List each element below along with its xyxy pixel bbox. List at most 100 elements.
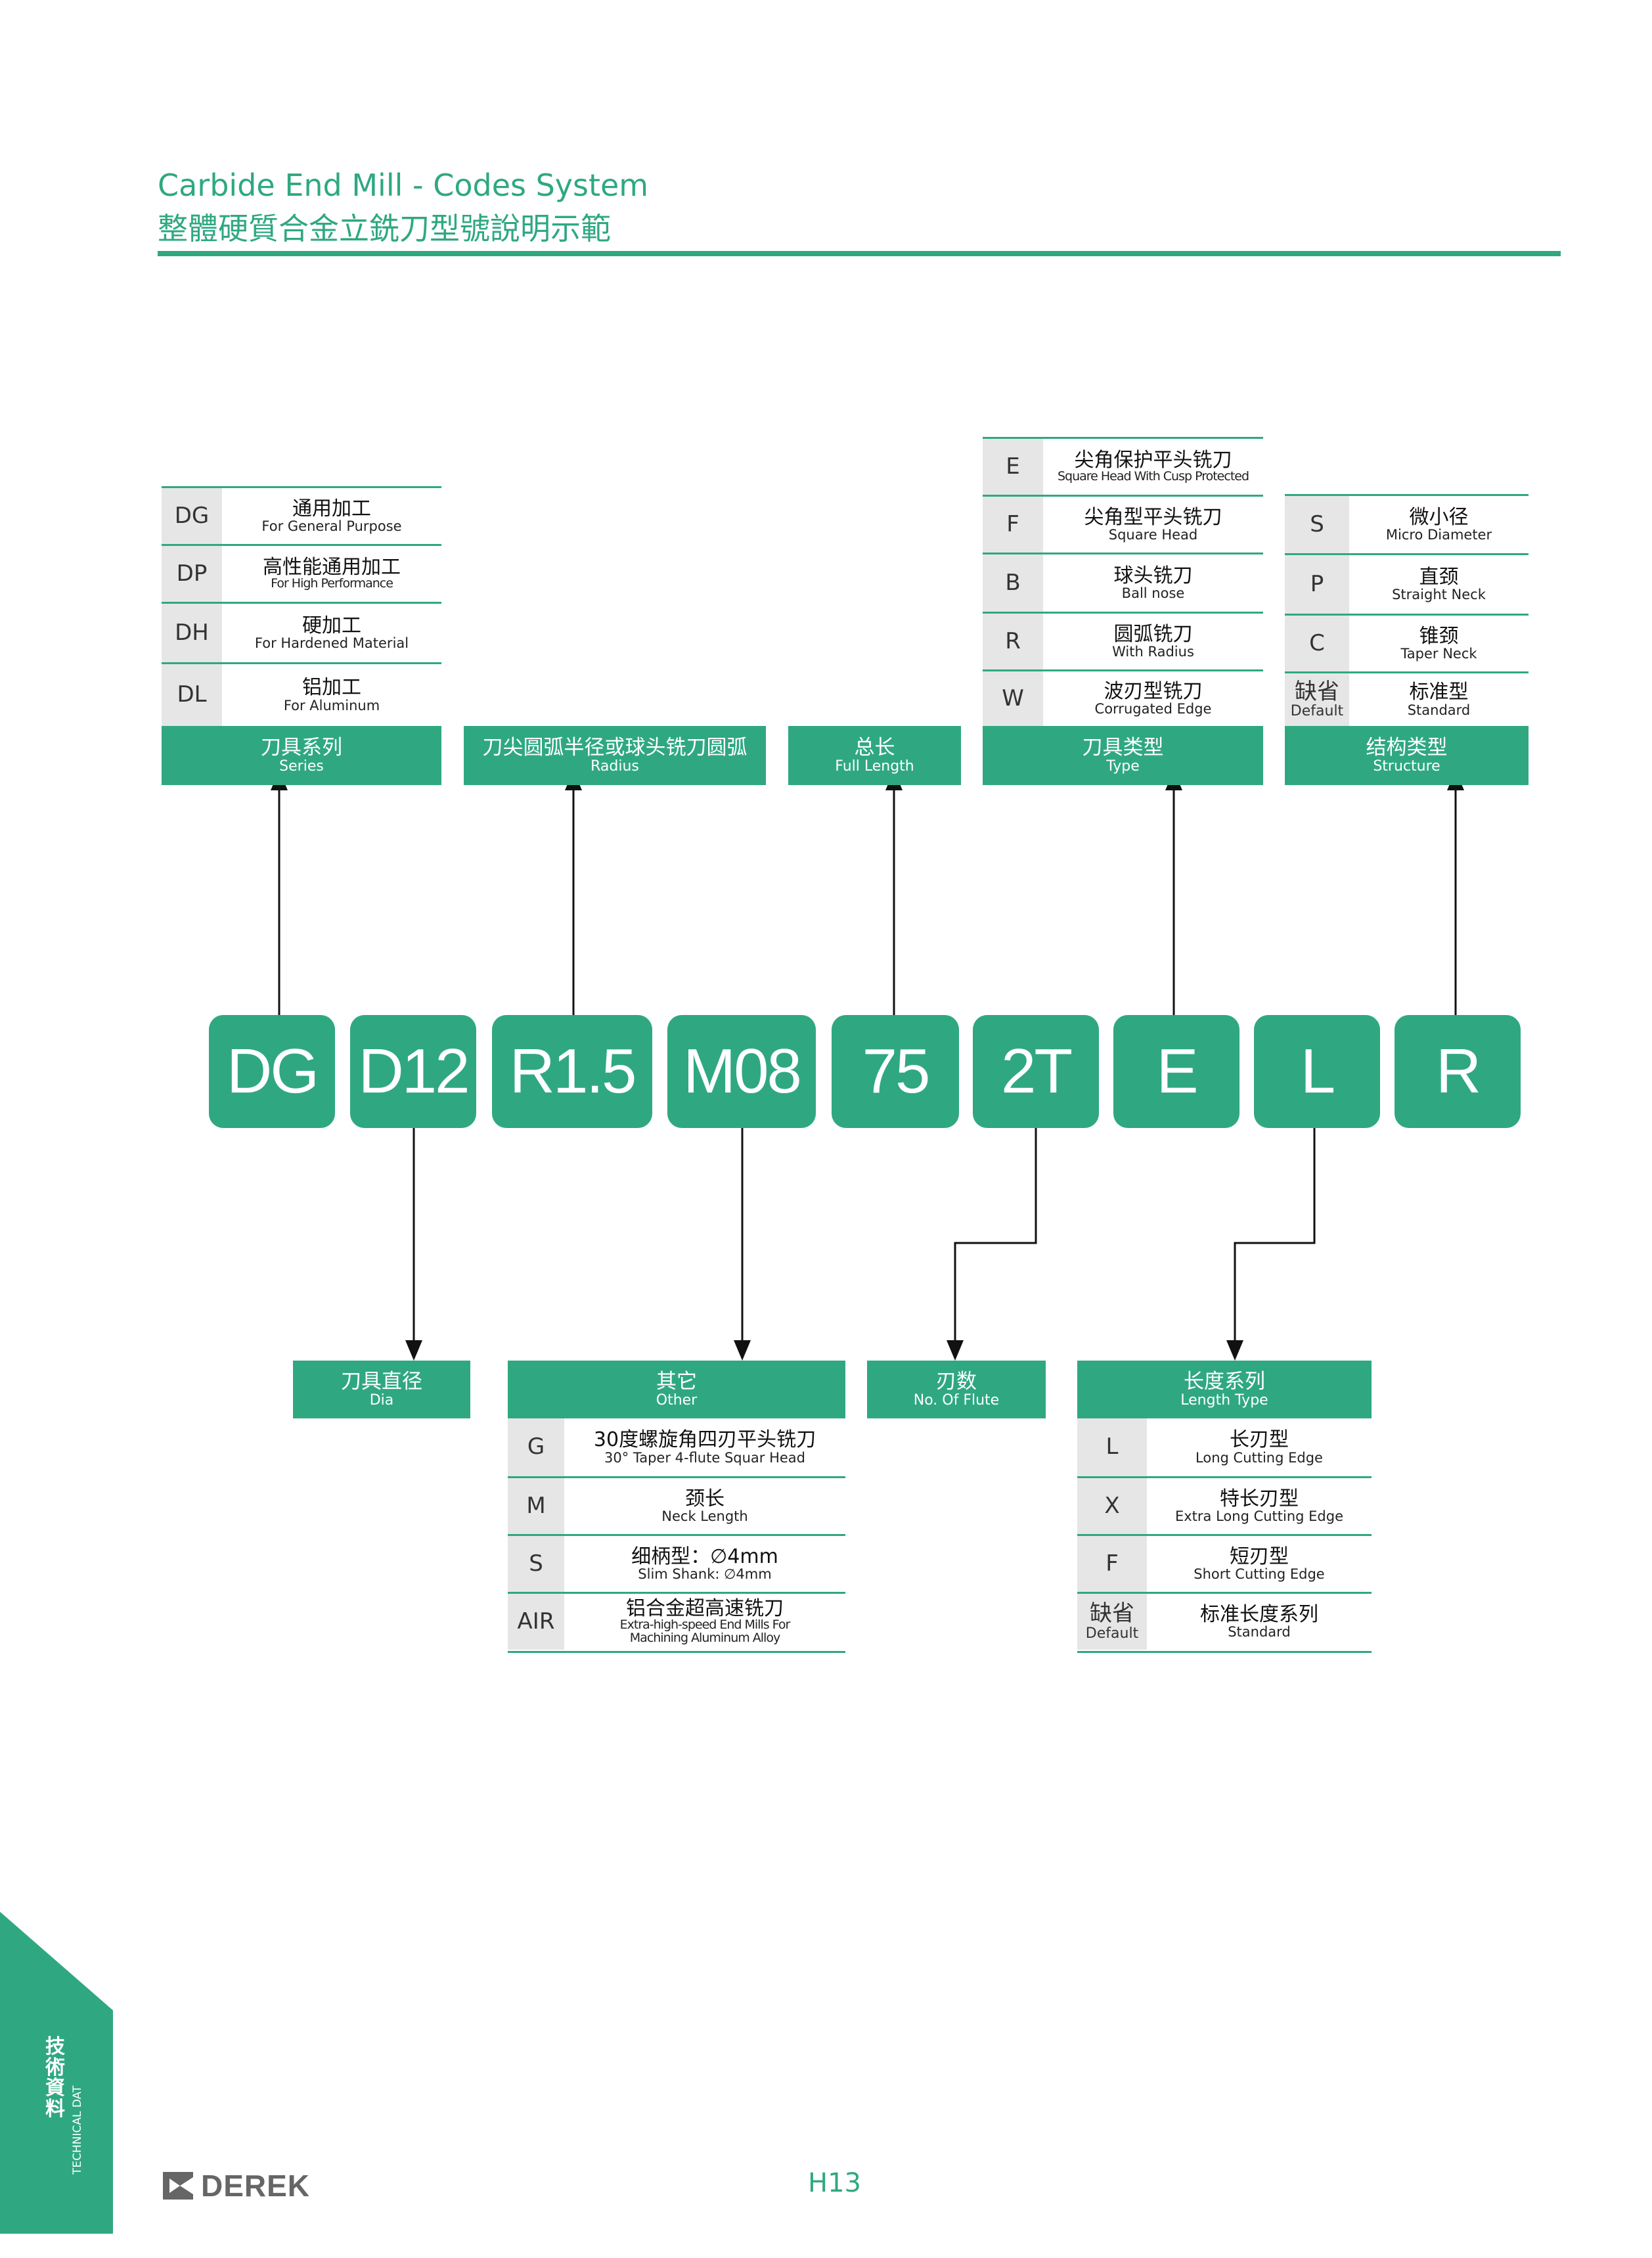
option-code-cn: 缺省 bbox=[1295, 678, 1339, 705]
option-name-en: Extra-high-speed End Mills For bbox=[619, 1617, 791, 1633]
label-en: Length Type bbox=[1180, 1391, 1268, 1409]
option-code: F bbox=[1077, 1536, 1147, 1592]
code-box-structure: R bbox=[1395, 1015, 1521, 1128]
code-box-dia: D12 bbox=[350, 1015, 476, 1128]
option-name-cn: 标准型 bbox=[1409, 681, 1469, 704]
label-cn: 刀具类型 bbox=[1082, 735, 1164, 759]
label-cn: 刀具系列 bbox=[261, 735, 342, 759]
option-name-cn: 球头铣刀 bbox=[1113, 564, 1193, 587]
label-cn: 刃数 bbox=[936, 1369, 977, 1393]
label-en: Full Length bbox=[835, 757, 914, 775]
option-code-en: Default bbox=[1085, 1625, 1139, 1642]
option-code: F bbox=[983, 497, 1043, 553]
option-name-cn: 尖角保护平头铣刀 bbox=[1074, 448, 1232, 472]
label-en: Type bbox=[1106, 757, 1140, 775]
option-code: DL bbox=[162, 664, 222, 726]
label-en: Other bbox=[656, 1391, 698, 1409]
option-name-cn: 硬加工 bbox=[302, 614, 361, 637]
option-name-en: Standard bbox=[1228, 1624, 1291, 1640]
derek-logo-icon bbox=[163, 2172, 193, 2200]
option-name-en: For Hardened Material bbox=[254, 635, 409, 652]
option-name-cn: 波刃型铣刀 bbox=[1104, 679, 1203, 703]
label-cn: 总长 bbox=[854, 735, 895, 759]
option-code: X bbox=[1077, 1478, 1147, 1534]
option-name-en: Ball nose bbox=[1121, 585, 1185, 602]
option-code: B bbox=[983, 554, 1043, 612]
code-box-length-type: L bbox=[1254, 1015, 1380, 1128]
label-en: Series bbox=[279, 757, 324, 775]
option-name-en: Corrugated Edge bbox=[1094, 701, 1212, 717]
arrow-l-to-length-type bbox=[1234, 1128, 1316, 1350]
code-box-other: M08 bbox=[667, 1015, 816, 1128]
code-box-length: 75 bbox=[832, 1015, 959, 1128]
option-name-cn: 长刃型 bbox=[1230, 1428, 1289, 1452]
option-name-en-line2: Machining Aluminum Alloy bbox=[629, 1631, 780, 1646]
option-code: M bbox=[508, 1478, 564, 1534]
sidebar-label-cn: 技術資料 bbox=[45, 2035, 65, 2121]
label-en: No. Of Flute bbox=[913, 1391, 1000, 1409]
option-name-en: Slim Shank: ∅4mm bbox=[638, 1566, 772, 1583]
code-box-series: DG bbox=[209, 1015, 335, 1128]
brand-logo: DEREK bbox=[162, 2168, 310, 2203]
arrow-2t-to-flute bbox=[954, 1128, 1037, 1350]
option-code: E bbox=[983, 439, 1043, 495]
sidebar-tab bbox=[0, 1912, 113, 2234]
option-code: DG bbox=[162, 488, 222, 544]
option-name-en: Micro Diameter bbox=[1385, 527, 1492, 543]
label-cn: 长度系列 bbox=[1184, 1369, 1265, 1393]
option-name-cn: 圆弧铣刀 bbox=[1113, 622, 1193, 646]
option-code: DH bbox=[162, 604, 222, 662]
option-name-cn: 锥颈 bbox=[1419, 624, 1459, 648]
option-code: L bbox=[1077, 1418, 1147, 1476]
option-code-en: Default bbox=[1290, 703, 1344, 720]
option-name-cn: 标准长度系列 bbox=[1200, 1602, 1318, 1626]
label-en: Dia bbox=[369, 1391, 394, 1409]
option-code: P bbox=[1285, 555, 1349, 614]
label-cn: 结构类型 bbox=[1366, 735, 1448, 759]
option-name-cn: 颈长 bbox=[685, 1487, 725, 1510]
label-en: Radius bbox=[591, 757, 639, 775]
option-name-en: With Radius bbox=[1112, 644, 1194, 660]
option-name-en: Short Cutting Edge bbox=[1194, 1566, 1325, 1583]
code-box-radius: R1.5 bbox=[492, 1015, 652, 1128]
option-name-en: For High Performance bbox=[271, 576, 393, 591]
code-box-flute: 2T bbox=[973, 1015, 1099, 1128]
option-code: W bbox=[983, 671, 1043, 726]
option-name-cn: 高性能通用加工 bbox=[263, 555, 401, 579]
page-number: H13 bbox=[808, 2168, 861, 2198]
option-code: G bbox=[508, 1418, 564, 1476]
page-title-cn: 整體硬質合金立銑刀型號說明示範 bbox=[158, 211, 611, 246]
option-name-en: 30° Taper 4-flute Squar Head bbox=[604, 1449, 806, 1466]
option-name-cn: 30度螺旋角四刃平头铣刀 bbox=[593, 1428, 816, 1452]
option-name-en: Extra Long Cutting Edge bbox=[1174, 1508, 1344, 1525]
sidebar-label-en: TECHNICAL DAT bbox=[71, 2085, 84, 2175]
option-name-cn: 铝合金超高速铣刀 bbox=[626, 1596, 784, 1620]
option-name-cn: 短刃型 bbox=[1230, 1545, 1289, 1568]
code-box-type: E bbox=[1113, 1015, 1239, 1128]
